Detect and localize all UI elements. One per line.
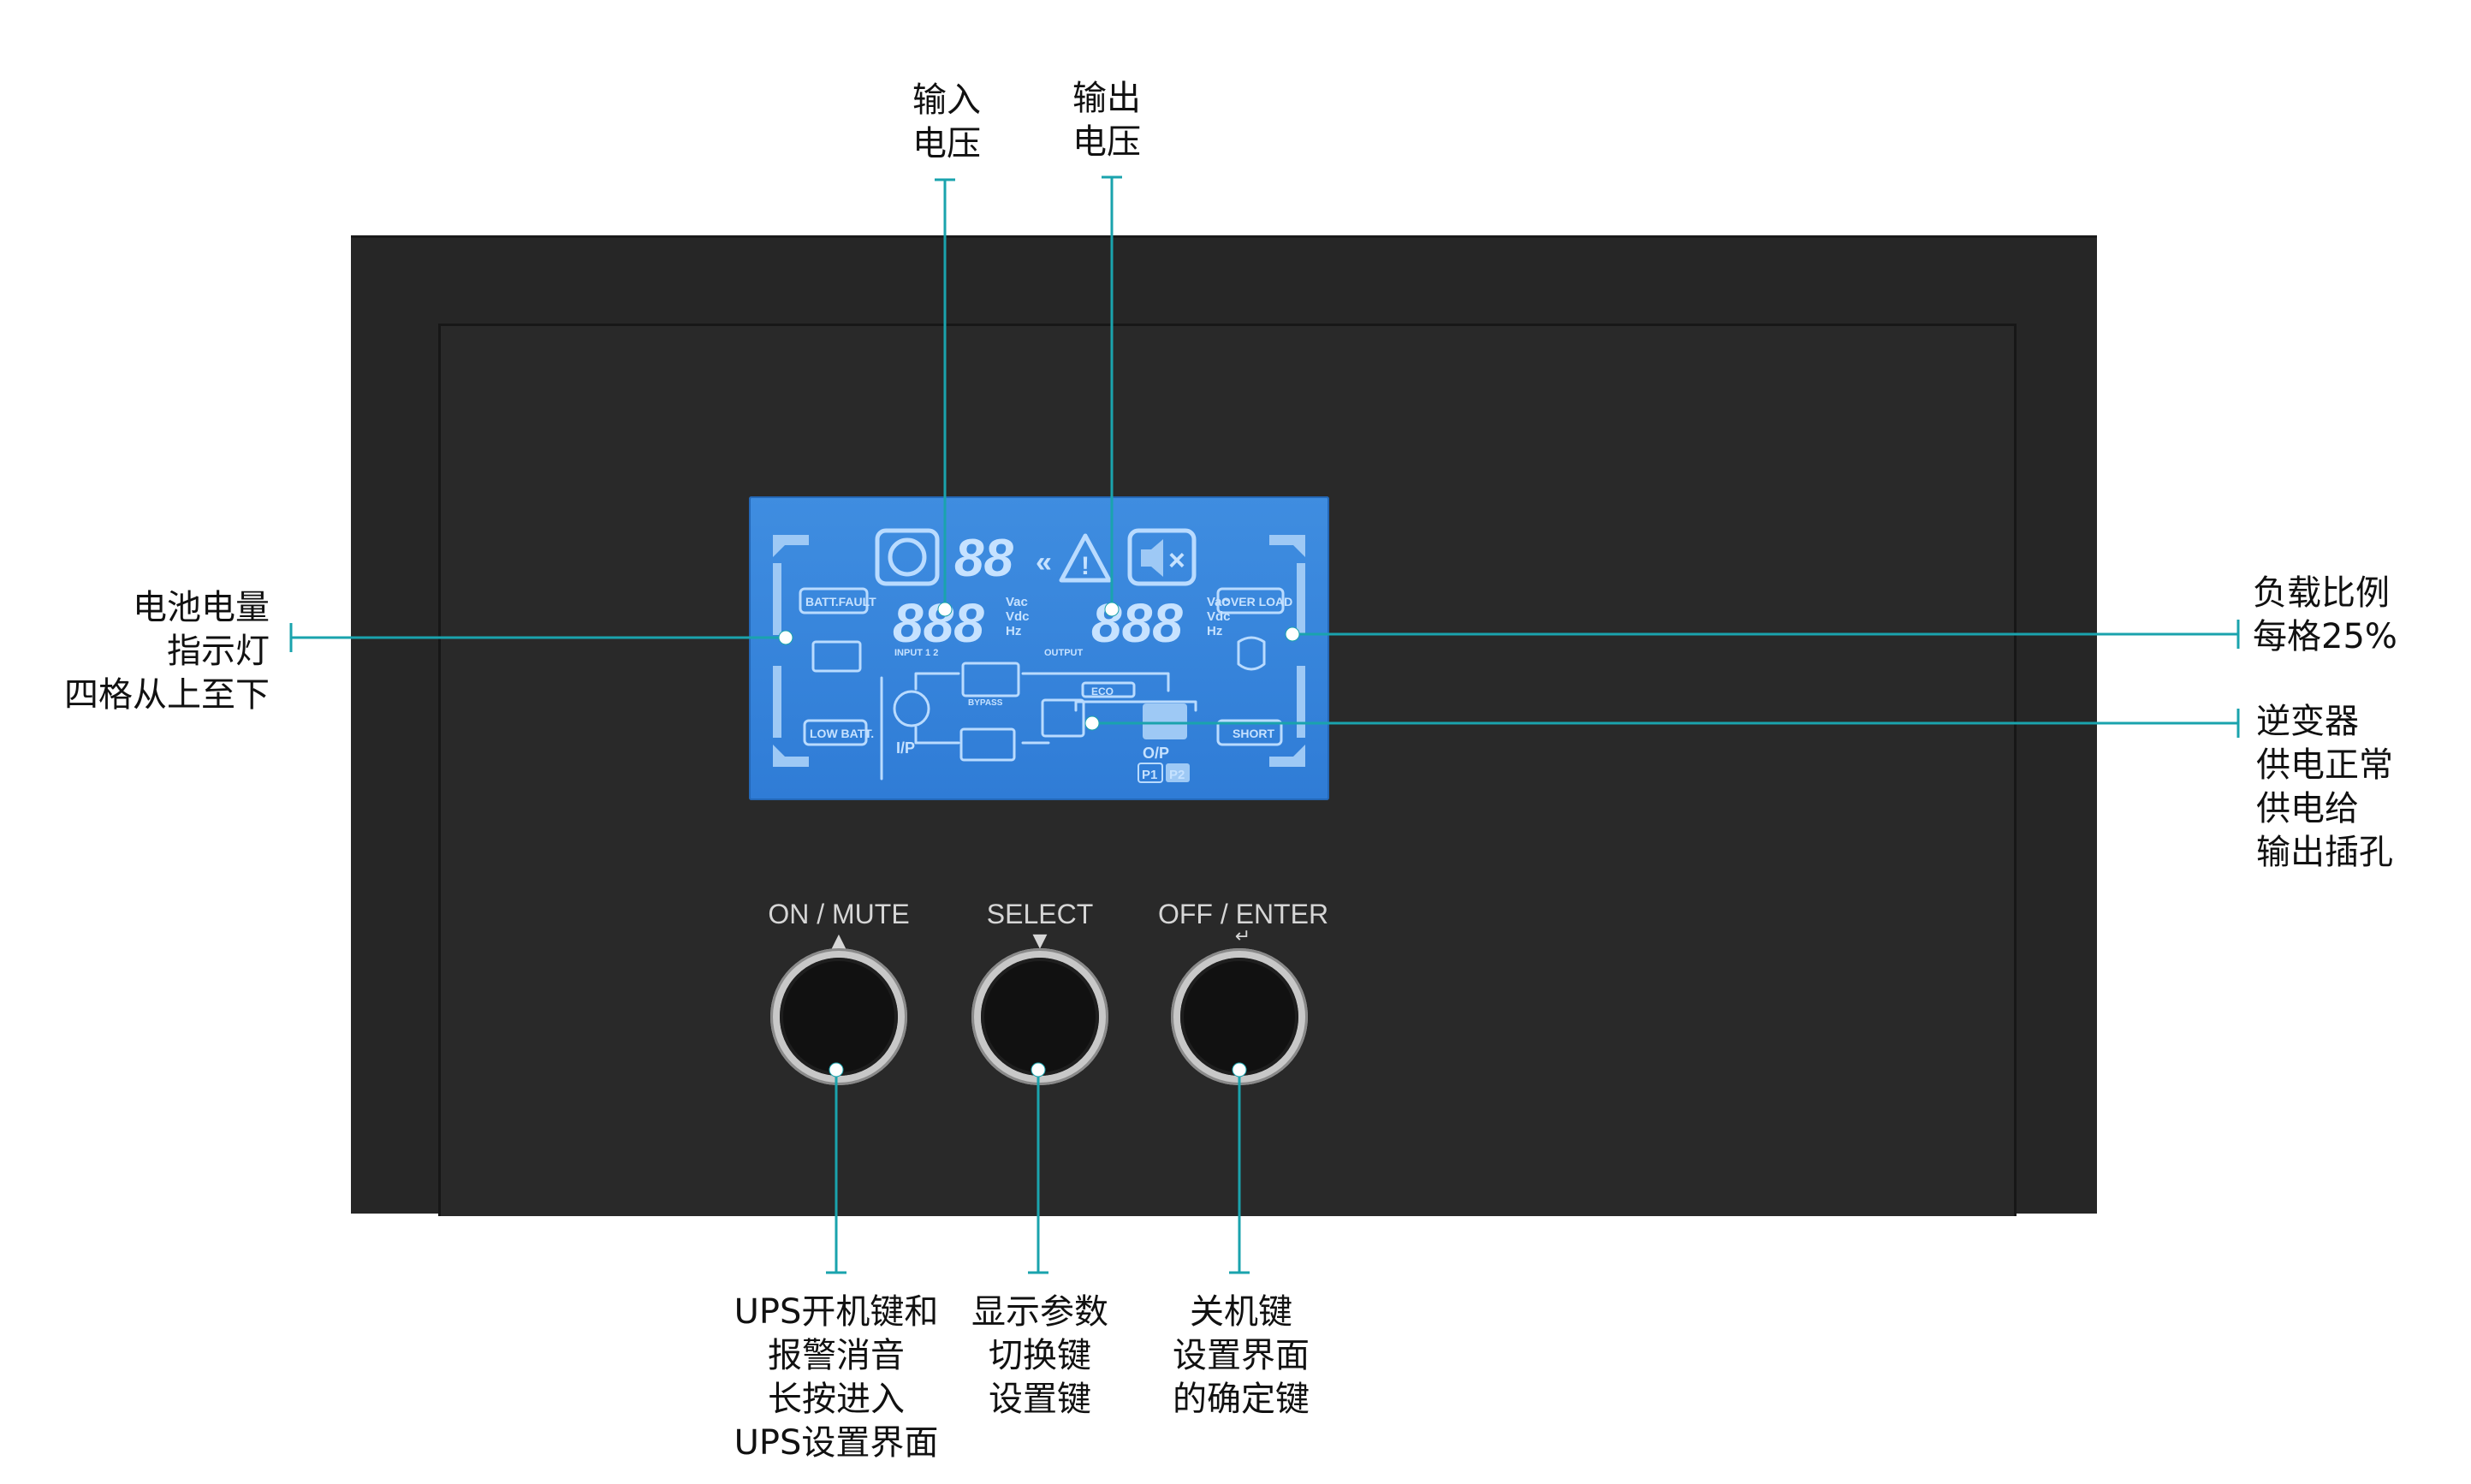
annotation-battery-level: 电池电量 指示灯 四格从上至下 (64, 588, 270, 715)
lcd-input-label: INPUT 1 2 (894, 648, 938, 658)
on-mute-button-face[interactable] (780, 958, 898, 1076)
callout-input-voltage (935, 178, 955, 609)
annotation-off-enter: 关机键 设置界面 的确定键 (1173, 1292, 1310, 1419)
ac-input-icon (893, 690, 930, 727)
select-button-face[interactable] (981, 958, 1099, 1076)
off-enter-button[interactable] (1171, 948, 1308, 1085)
battery-bar-3 (773, 666, 781, 738)
battery-bar-1 (773, 535, 809, 557)
callout-inverter (1092, 709, 2240, 738)
load-level-bars (1269, 535, 1305, 767)
dot-input-voltage (937, 602, 953, 617)
select-label: SELECT (986, 899, 1094, 929)
on-mute-arrow-icon: ▲ (831, 930, 846, 952)
battery-bar-4 (773, 745, 809, 767)
low-batt-label: LOW BATT. (810, 727, 874, 740)
over-load-box (1216, 587, 1285, 614)
dot-select (1031, 1062, 1046, 1077)
annotation-load-ratio: 负载比例 每格25% (2253, 573, 2397, 656)
callout-output-voltage (1102, 175, 1122, 609)
callout-battery (289, 623, 786, 652)
lcd-eco-label: ECO (1091, 686, 1114, 697)
dot-inverter (1084, 715, 1100, 731)
callout-on-mute (826, 1070, 846, 1274)
lcd-p2-label: P2 (1169, 768, 1185, 782)
lcd-bypass-label: BYPASS (968, 698, 1003, 708)
lcd-output-unit-vdc: Vdc (1207, 609, 1231, 624)
inverter-icon (1041, 698, 1085, 738)
mute-frame (1127, 528, 1197, 586)
lcd-output-unit-hz: Hz (1207, 624, 1222, 638)
lcd-input-unit-vdc: Vdc (1006, 609, 1030, 624)
warning-exclaim: ! (1081, 552, 1090, 580)
lcd-output-label: OUTPUT (1044, 648, 1084, 658)
dot-off-enter (1232, 1062, 1247, 1077)
load-bar-1 (1269, 535, 1305, 557)
short-label: SHORT (1233, 727, 1274, 740)
output-socket-icon (1143, 703, 1187, 739)
dot-battery (778, 630, 793, 645)
load-plug-icon (1237, 636, 1266, 671)
annotation-select: 显示参数 切换键 设置键 (971, 1292, 1108, 1419)
select-button[interactable] (971, 948, 1108, 1085)
callout-select (1028, 1070, 1048, 1274)
dot-load (1285, 626, 1300, 642)
annotation-inverter: 逆变器 供电正常 供电给 输出插孔 (2256, 702, 2393, 872)
load-bar-4 (1269, 745, 1305, 767)
lcd-rewind-icon: « (1036, 546, 1052, 579)
mute-speaker-icon (1141, 539, 1163, 577)
dot-output-voltage (1104, 602, 1120, 617)
lcd-output-digits: 888 (1091, 592, 1183, 654)
lcd-ip-label: I/P (896, 739, 915, 757)
clock-frame (875, 528, 940, 586)
batt-fault-box (799, 587, 869, 614)
off-enter-label: OFF / ENTER (1157, 899, 1329, 929)
lcd-input-unit-vac: Vac (1006, 595, 1028, 609)
load-bar-3 (1297, 666, 1305, 738)
callout-off-enter (1229, 1070, 1250, 1274)
battery-bar-2 (773, 563, 781, 635)
lcd-op-label: O/P (1143, 745, 1169, 762)
on-mute-button[interactable] (770, 948, 907, 1085)
over-load-label: OVER LOAD (1221, 595, 1292, 608)
warning-icon (1059, 533, 1112, 583)
p2-box (1166, 763, 1190, 782)
off-enter-button-face[interactable] (1180, 958, 1298, 1076)
p1-box (1137, 763, 1163, 783)
annotation-output-voltage: 输出 电压 (1072, 79, 1141, 162)
clock-icon (888, 537, 927, 577)
lcd-top-digits: 88 (954, 529, 1013, 588)
low-batt-box (803, 719, 868, 746)
bypass-icon (961, 662, 1020, 697)
lcd-input-digits: 888 (893, 592, 984, 654)
callout-load (1292, 620, 2240, 649)
annotation-on-mute: UPS开机键和 报警消音 长按进入 UPS设置界面 (734, 1292, 939, 1463)
batt-fault-label: BATT.FAULT (805, 595, 876, 608)
lcd-battery-flow-icon (959, 727, 1016, 762)
load-bar-2 (1297, 563, 1305, 635)
lcd-input-unit-hz: Hz (1006, 624, 1021, 638)
lcd-output-unit-vac: Vac (1207, 595, 1229, 609)
enter-arrow-icon: ↵ (1234, 926, 1251, 947)
on-mute-label: ON / MUTE (768, 899, 910, 929)
battery-icon (811, 640, 862, 673)
dot-on-mute (829, 1062, 844, 1077)
lcd-graphics: 88 « ! × BATT.FAULT LOW BATT. OVER LOAD … (773, 528, 1305, 783)
select-arrow-icon: ▼ (1032, 930, 1048, 952)
eco-box (1081, 681, 1136, 698)
lcd-display: 88 « ! × BATT.FAULT LOW BATT. OVER LOAD … (749, 496, 1329, 800)
annotation-input-voltage: 输入 电压 (912, 80, 981, 163)
lcd-p1-label: P1 (1142, 768, 1157, 782)
short-box (1216, 719, 1283, 746)
mute-x-icon: × (1168, 544, 1185, 577)
battery-level-bars (773, 535, 809, 767)
flow-lines (914, 672, 1197, 745)
